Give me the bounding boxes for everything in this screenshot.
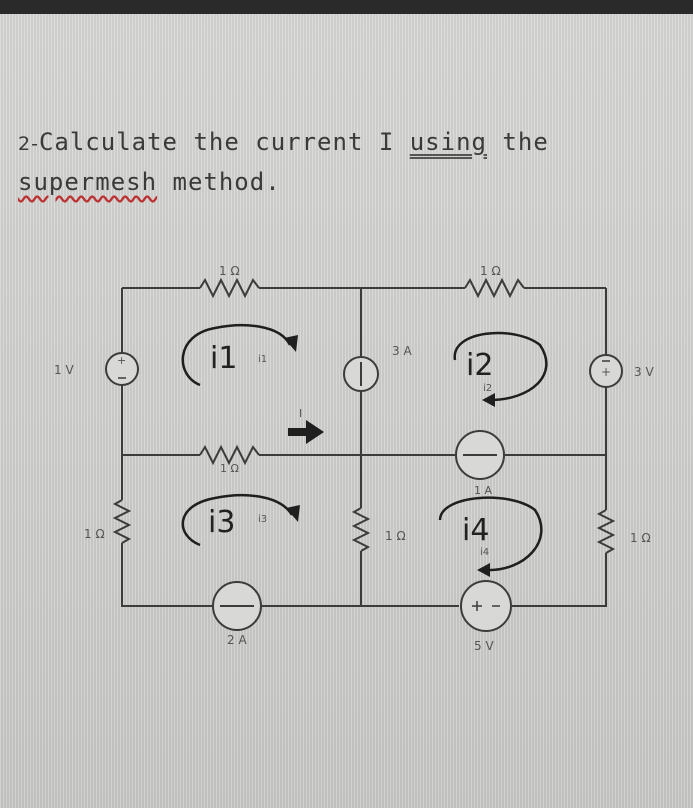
svg-text:+: +: [601, 365, 611, 379]
label-r-center: 1 Ω: [385, 529, 406, 543]
current-source-3a: [343, 356, 379, 392]
problem-text-part: Calculate the current I: [38, 128, 410, 156]
resistor-mid: [199, 444, 260, 466]
mesh-small-i2: i2: [483, 383, 492, 394]
mesh-arrowhead-i4: [477, 563, 490, 577]
voltage-source-3v: +: [589, 354, 623, 388]
problem-line-1: 2-Calculate the current I using the: [18, 123, 658, 163]
current-source-1a: [455, 430, 505, 480]
mesh-small-i4: i4: [480, 547, 489, 558]
label-v-bottom: 5 V: [474, 639, 494, 653]
mesh-arrow-i4: [438, 496, 543, 572]
label-v-right: 3 V: [634, 365, 654, 379]
mesh-small-i3: i3: [258, 514, 267, 525]
mesh-label-i1: i1: [210, 341, 237, 376]
mesh-label-i4: i4: [462, 513, 489, 548]
wire-left-lower: [121, 543, 212, 607]
top-dark-bar: [0, 0, 693, 14]
svg-text:+: +: [117, 354, 126, 367]
label-i-bottom: 2 A: [227, 633, 247, 647]
label-v-left: 1 V: [54, 363, 74, 377]
label-r-top-right: 1 Ω: [480, 264, 501, 278]
label-i-right-mid: 1 A: [474, 484, 492, 497]
label-current-i: I: [299, 407, 302, 420]
mesh-arrowhead-i1: [284, 335, 298, 352]
problem-text-misspelled: supermesh: [18, 168, 158, 196]
label-r-right: 1 Ω: [630, 531, 651, 545]
mesh-arrow-i2: [453, 331, 548, 402]
problem-text-part: method.: [157, 168, 281, 196]
label-r-top-left: 1 Ω: [219, 264, 240, 278]
label-r-mid: 1 Ω: [220, 462, 239, 475]
mesh-label-i3: i3: [208, 505, 235, 540]
problem-text-part: the: [486, 128, 549, 156]
problem-text-underlined: using: [409, 128, 487, 156]
resistor-top-left: [199, 277, 260, 299]
voltage-source-1v: +: [105, 352, 139, 386]
mesh-arrowhead-i3: [286, 505, 300, 522]
mesh-arrow-i1: [181, 323, 292, 387]
mesh-small-i1: i1: [258, 354, 267, 365]
current-i-arrow: [288, 420, 324, 444]
mesh-label-i2: i2: [466, 348, 493, 383]
label-i-center: 3 A: [392, 344, 412, 358]
label-r-left: 1 Ω: [84, 527, 105, 541]
resistor-right: [596, 509, 616, 554]
resistor-top-right: [464, 277, 525, 299]
voltage-source-5v: [460, 580, 512, 632]
mesh-arrow-i3: [181, 493, 294, 547]
mesh-arrowhead-i2: [482, 393, 495, 407]
resistor-left: [112, 499, 132, 544]
resistor-center: [351, 507, 371, 552]
current-source-2a: [212, 581, 262, 631]
problem-number: 2-: [18, 133, 39, 155]
problem-line-2: supermesh method.: [18, 163, 658, 201]
wire-right-lower: [512, 553, 607, 607]
problem-statement: 2-Calculate the current I using the supe…: [18, 123, 658, 201]
